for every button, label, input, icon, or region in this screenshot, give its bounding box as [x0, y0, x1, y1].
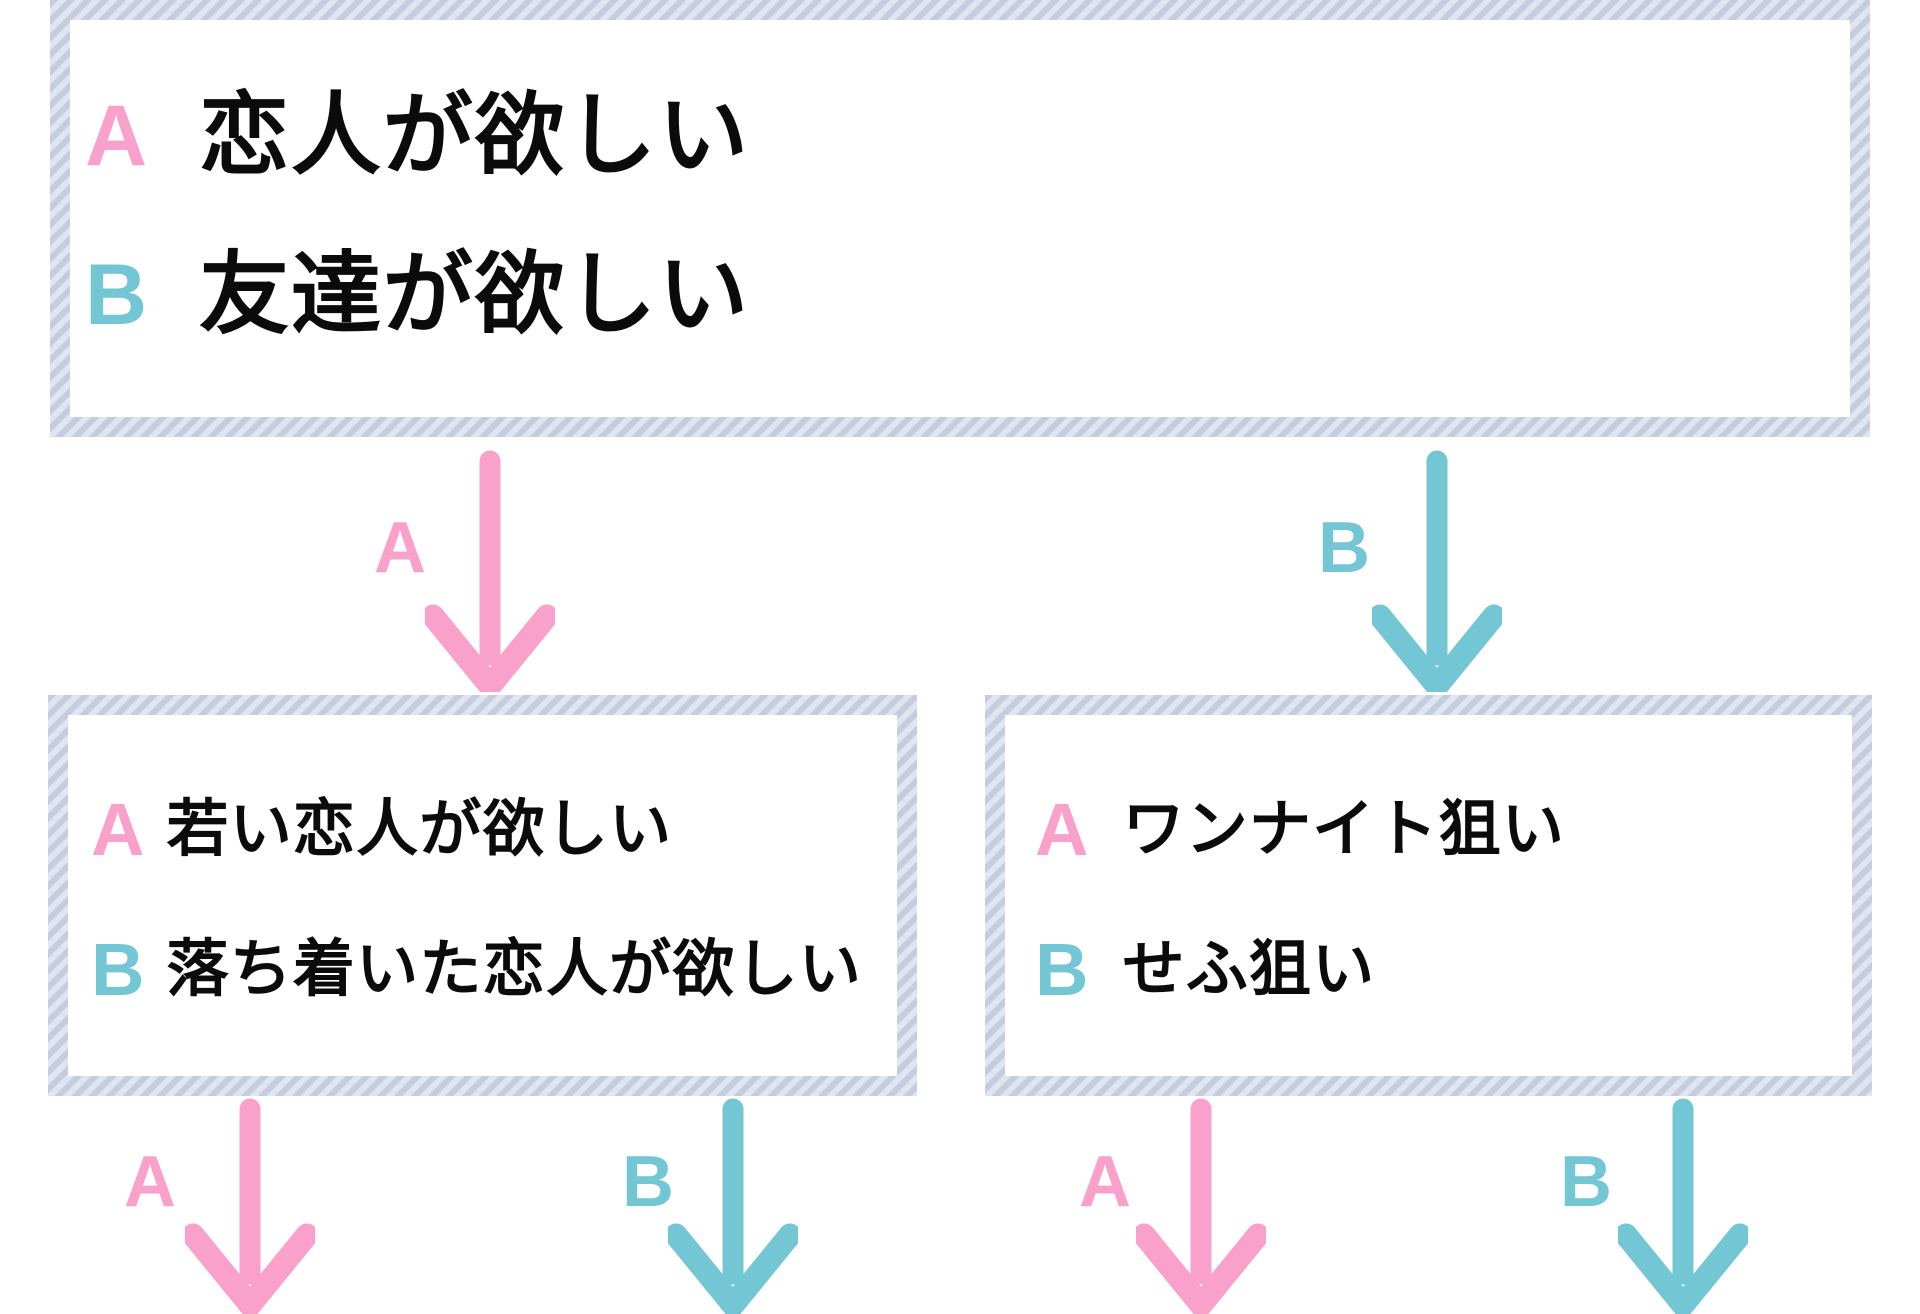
level2-right-arrow-b-label: B: [1560, 1142, 1612, 1222]
right-option-a-letter: A: [1035, 788, 1089, 871]
level2-left-arrow-a-down-icon: [185, 1098, 315, 1314]
level2-right-arrow-a-label: A: [1079, 1142, 1131, 1222]
right-option-row-a: A ワンナイト狙い: [1035, 793, 1565, 867]
level2-left-arrow-b-label: B: [622, 1142, 674, 1222]
level1-arrow-b-label: B: [1318, 508, 1370, 588]
level1-arrow-a-down-icon: [425, 450, 555, 692]
right-question-box: A ワンナイト狙い B せふ狙い: [985, 695, 1872, 1096]
left-option-b-letter: B: [91, 928, 145, 1011]
root-option-a-text: 恋人が欲しい: [199, 86, 750, 186]
right-option-b-letter: B: [1035, 928, 1089, 1011]
root-option-row-a: A 恋人が欲しい: [85, 91, 750, 181]
level1-arrow-b-down-icon: [1372, 450, 1502, 692]
right-option-b-text: せふ狙い: [1122, 935, 1376, 1004]
left-option-b-text: 落ち着いた恋人が欲しい: [166, 935, 863, 1004]
right-option-a-text: ワンナイト狙い: [1122, 795, 1566, 864]
root-option-b-text: 友達が欲しい: [199, 245, 750, 345]
level2-left-arrow-a-label: A: [124, 1142, 176, 1222]
left-option-row-a: A 若い恋人が欲しい: [91, 793, 672, 867]
root-question-box: A 恋人が欲しい B 友達が欲しい: [50, 0, 1870, 437]
left-option-a-letter: A: [91, 788, 145, 871]
level2-right-arrow-b-down-icon: [1618, 1098, 1748, 1314]
root-option-a-letter: A: [85, 88, 148, 184]
level1-arrow-a-label: A: [374, 508, 426, 588]
left-question-box: A 若い恋人が欲しい B 落ち着いた恋人が欲しい: [48, 695, 917, 1096]
level2-left-arrow-b-down-icon: [668, 1098, 798, 1314]
left-option-a-text: 若い恋人が欲しい: [166, 795, 673, 864]
left-option-row-b: B 落ち着いた恋人が欲しい: [91, 933, 862, 1007]
level2-right-arrow-a-down-icon: [1136, 1098, 1266, 1314]
right-option-row-b: B せふ狙い: [1035, 933, 1375, 1007]
root-option-row-b: B 友達が欲しい: [85, 250, 750, 340]
root-option-b-letter: B: [85, 247, 148, 343]
